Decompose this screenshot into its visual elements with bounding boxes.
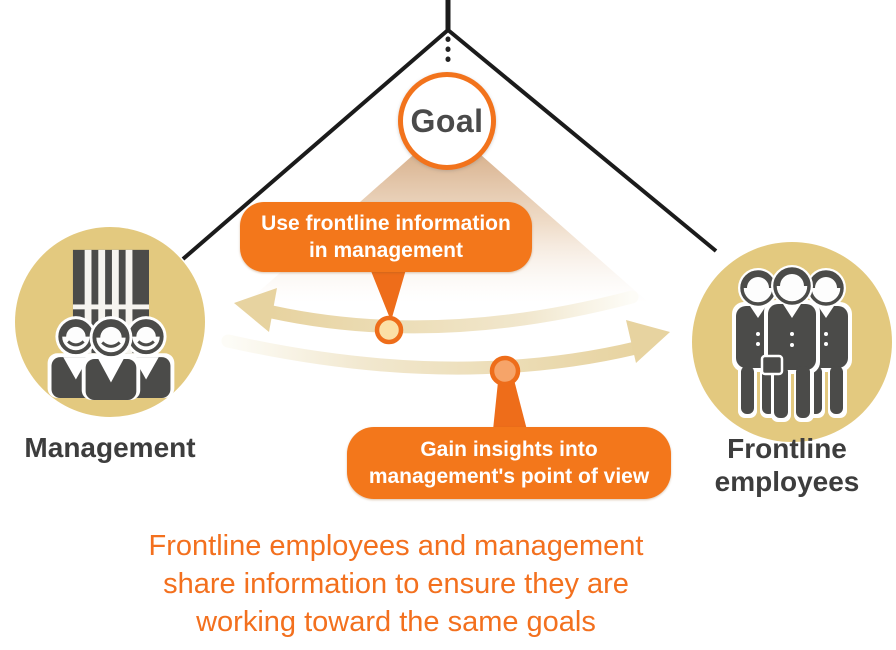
caption-text: Frontline employees and management share… [0, 527, 792, 641]
callout-top-tail [369, 266, 407, 321]
employee-figures [732, 265, 852, 422]
callout-bottom-tail [493, 372, 527, 430]
right-roof-line [446, 28, 718, 253]
callout-bottom-line1: Gain insights into [420, 438, 598, 461]
callout-top-anchor-dot [374, 315, 404, 345]
caption-line3: working toward the same goals [196, 606, 596, 638]
callout-use-frontline-information: Use frontline information in management [240, 202, 532, 272]
goal-label: Goal [410, 102, 484, 139]
callout-bottom-anchor-dot [489, 355, 521, 387]
arrow-to-frontline [221, 334, 647, 375]
three-employees-icon [732, 265, 852, 422]
callout-top-line2: in management [308, 239, 464, 262]
frontline-label-line2: employees [714, 466, 860, 497]
frontline-circle [692, 242, 892, 442]
management-label: Management [24, 432, 196, 463]
manager-busts [47, 316, 175, 400]
arrowhead-right [626, 320, 670, 363]
goal-circle: Goal [398, 72, 496, 170]
frontline-label: Frontline employees [687, 432, 887, 498]
management-circle [15, 227, 205, 417]
caption-line2: share information to ensure they are [163, 568, 629, 600]
frontline-label-line1: Frontline [727, 433, 847, 464]
callout-bottom-line2: management's point of view [368, 465, 650, 488]
arrow-to-management [265, 290, 639, 334]
briefcase-icon [760, 354, 784, 376]
management-building-people-icon [47, 249, 175, 400]
callout-top-line1: Use frontline information [261, 212, 511, 235]
arrowhead-left [234, 288, 277, 332]
callout-gain-insights: Gain insights into management's point of… [347, 427, 671, 499]
caption-line1: Frontline employees and management [148, 530, 644, 562]
left-roof-line [181, 28, 450, 261]
